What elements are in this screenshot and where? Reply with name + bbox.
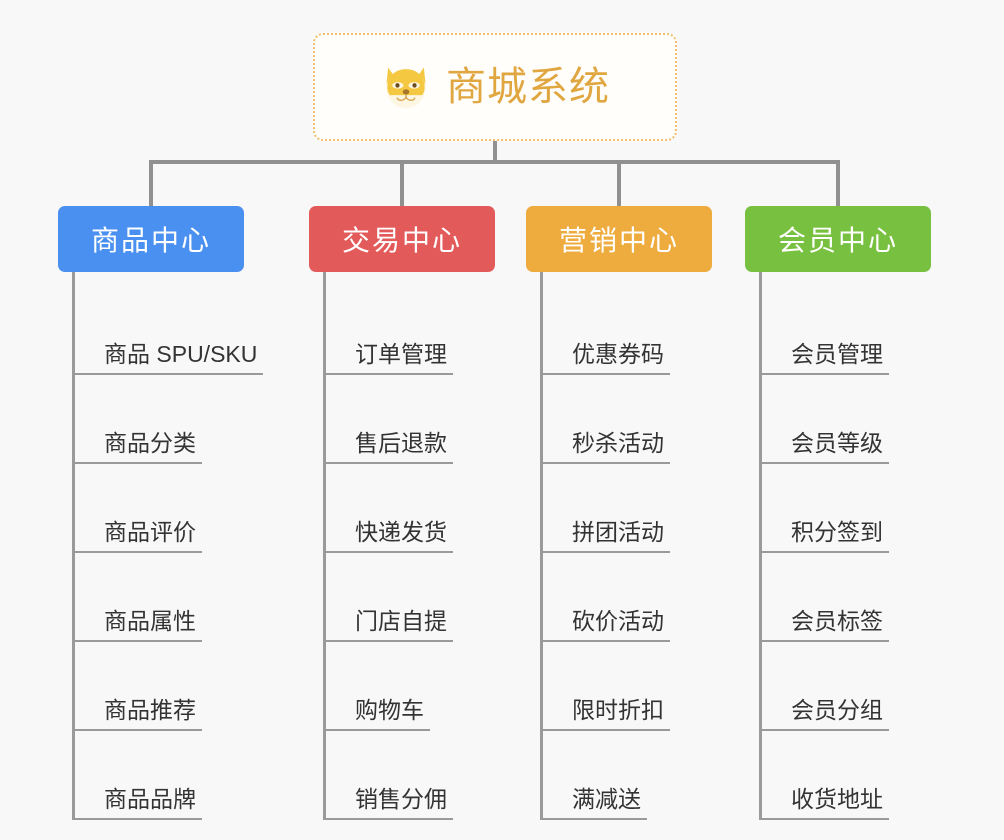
leaf-list-3: 优惠券码 秒杀活动 拼团活动 砍价活动 限时折扣 满减送 — [540, 272, 712, 820]
branch-trade-center: 交易中心 订单管理 售后退款 快递发货 门店自提 购物车 销售分佣 — [309, 206, 495, 820]
leaf-label: 拼团活动 — [572, 519, 664, 546]
leaf-label: 限时折扣 — [572, 697, 664, 724]
list-item[interactable]: 会员等级 — [759, 375, 931, 464]
branch-header-2[interactable]: 交易中心 — [309, 206, 495, 272]
branch-member-center: 会员中心 会员管理 会员等级 积分签到 会员标签 会员分组 收货地址 — [745, 206, 931, 820]
leaf-label: 商品 SPU/SKU — [104, 341, 258, 368]
leaf-underline — [540, 462, 670, 464]
branch-spine-4 — [759, 272, 762, 820]
dog-face-icon — [386, 67, 426, 109]
leaf-label: 积分签到 — [791, 519, 883, 546]
list-item[interactable]: 售后退款 — [323, 375, 495, 464]
branch-header-4[interactable]: 会员中心 — [745, 206, 931, 272]
leaf-label: 收货地址 — [791, 786, 883, 813]
leaf-list-2: 订单管理 售后退款 快递发货 门店自提 购物车 销售分佣 — [323, 272, 495, 820]
leaf-underline — [759, 373, 889, 375]
leaf-underline — [540, 551, 670, 553]
leaf-underline — [323, 551, 453, 553]
leaf-underline — [540, 818, 647, 820]
leaf-label: 商品评价 — [104, 519, 196, 546]
leaf-underline — [72, 640, 202, 642]
branch-header-3[interactable]: 营销中心 — [526, 206, 712, 272]
leaf-underline — [323, 462, 453, 464]
list-item[interactable]: 商品分类 — [72, 375, 257, 464]
leaf-underline — [759, 551, 889, 553]
root-node[interactable]: 商城系统 — [313, 33, 677, 141]
leaf-label: 商品分类 — [104, 430, 196, 457]
leaf-underline — [323, 640, 453, 642]
connector-drop-2 — [400, 160, 404, 207]
list-item[interactable]: 砍价活动 — [540, 553, 712, 642]
leaf-underline — [540, 640, 670, 642]
branch-header-1[interactable]: 商品中心 — [58, 206, 244, 272]
list-item[interactable]: 商品推荐 — [72, 642, 257, 731]
branch-spine-1 — [72, 272, 75, 820]
leaf-label: 快递发货 — [355, 519, 447, 546]
list-item[interactable]: 会员分组 — [759, 642, 931, 731]
leaf-label: 商品品牌 — [104, 786, 196, 813]
list-item[interactable]: 商品属性 — [72, 553, 257, 642]
leaf-label: 销售分佣 — [355, 786, 447, 813]
leaf-underline — [759, 640, 889, 642]
leaf-underline — [323, 729, 430, 731]
connector-root-stem — [493, 141, 497, 163]
list-item[interactable]: 订单管理 — [323, 286, 495, 375]
list-item[interactable]: 优惠券码 — [540, 286, 712, 375]
list-item[interactable]: 满减送 — [540, 731, 712, 820]
list-item[interactable]: 快递发货 — [323, 464, 495, 553]
leaf-list-1: 商品 SPU/SKU 商品分类 商品评价 商品属性 商品推荐 商品品牌 — [72, 272, 263, 820]
list-item[interactable]: 商品评价 — [72, 464, 257, 553]
leaf-underline — [759, 729, 889, 731]
leaf-underline — [540, 373, 670, 375]
list-item[interactable]: 门店自提 — [323, 553, 495, 642]
connector-drop-4 — [836, 160, 840, 207]
leaf-list-4: 会员管理 会员等级 积分签到 会员标签 会员分组 收货地址 — [759, 272, 931, 820]
leaf-underline — [72, 462, 202, 464]
root-title: 商城系统 — [446, 65, 610, 109]
leaf-label: 会员管理 — [791, 341, 883, 368]
list-item[interactable]: 销售分佣 — [323, 731, 495, 820]
leaf-underline — [72, 551, 202, 553]
leaf-label: 售后退款 — [355, 430, 447, 457]
branch-spine-2 — [323, 272, 326, 820]
leaf-underline — [323, 373, 453, 375]
leaf-label: 会员分组 — [791, 697, 883, 724]
leaf-label: 满减送 — [572, 786, 641, 813]
leaf-label: 会员等级 — [791, 430, 883, 457]
leaf-underline — [540, 729, 670, 731]
list-item[interactable]: 商品品牌 — [72, 731, 257, 820]
list-item[interactable]: 积分签到 — [759, 464, 931, 553]
leaf-label: 商品推荐 — [104, 697, 196, 724]
leaf-underline — [323, 818, 453, 820]
leaf-label: 砍价活动 — [572, 608, 664, 635]
connector-drop-3 — [617, 160, 621, 207]
leaf-label: 会员标签 — [791, 608, 883, 635]
list-item[interactable]: 收货地址 — [759, 731, 931, 820]
list-item[interactable]: 限时折扣 — [540, 642, 712, 731]
leaf-label: 商品属性 — [104, 608, 196, 635]
list-item[interactable]: 秒杀活动 — [540, 375, 712, 464]
leaf-label: 门店自提 — [355, 608, 447, 635]
leaf-underline — [759, 462, 889, 464]
leaf-label: 秒杀活动 — [572, 430, 664, 457]
leaf-underline — [759, 818, 889, 820]
list-item[interactable]: 拼团活动 — [540, 464, 712, 553]
list-item[interactable]: 会员标签 — [759, 553, 931, 642]
branch-marketing-center: 营销中心 优惠券码 秒杀活动 拼团活动 砍价活动 限时折扣 满减送 — [526, 206, 712, 820]
leaf-label: 订单管理 — [355, 341, 447, 368]
list-item[interactable]: 购物车 — [323, 642, 495, 731]
leaf-underline — [72, 729, 202, 731]
connector-horizontal-bar — [149, 160, 840, 164]
leaf-label: 购物车 — [355, 697, 424, 724]
list-item[interactable]: 商品 SPU/SKU — [72, 286, 263, 375]
leaf-underline — [72, 818, 202, 820]
branch-product-center: 商品中心 商品 SPU/SKU 商品分类 商品评价 商品属性 商品推荐 商品品牌 — [58, 206, 263, 820]
leaf-label: 优惠券码 — [572, 341, 664, 368]
connector-drop-1 — [149, 160, 153, 207]
list-item[interactable]: 会员管理 — [759, 286, 931, 375]
leaf-underline — [72, 373, 263, 375]
branch-spine-3 — [540, 272, 543, 820]
